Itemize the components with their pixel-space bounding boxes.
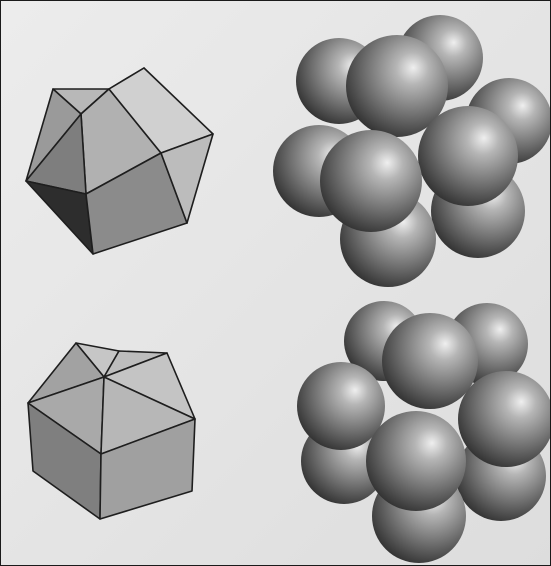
sphere	[366, 411, 466, 511]
sphere	[418, 106, 518, 206]
sphere	[382, 313, 478, 409]
sphere	[458, 371, 551, 467]
sphere	[297, 362, 385, 450]
sphere	[320, 130, 422, 232]
